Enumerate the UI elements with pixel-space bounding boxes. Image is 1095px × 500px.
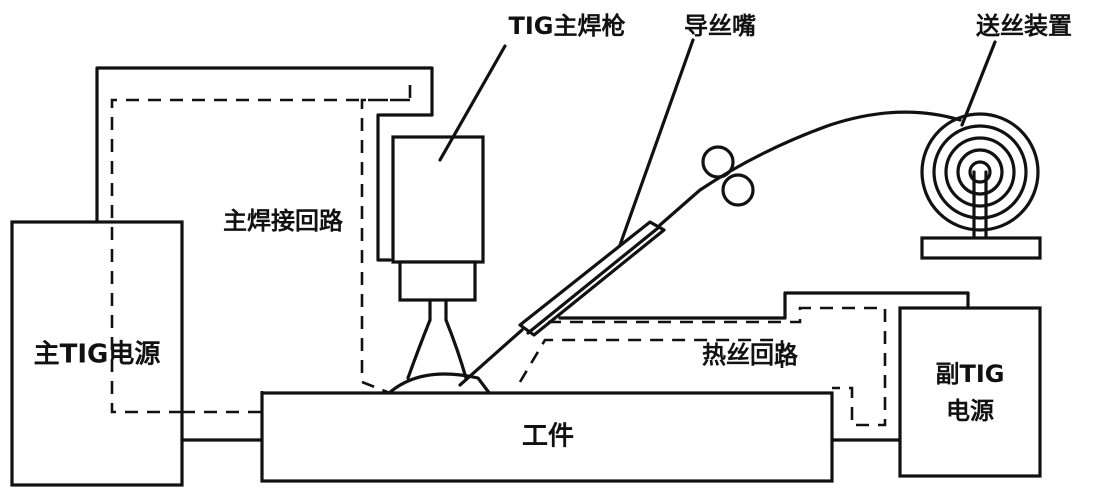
- workpiece-box: [260, 391, 834, 483]
- aux-tig-power-box: [898, 306, 1042, 478]
- wire-feeder-label: 送丝装置: [976, 12, 1072, 40]
- tig-torch-leader: [438, 44, 507, 162]
- wire-feeder-leader: [960, 40, 997, 127]
- tig-main-torch-label: TIG主焊枪: [509, 12, 626, 40]
- aux-tig-power-label-line2: 电源: [946, 397, 994, 425]
- welding-arc: [406, 318, 468, 380]
- workpiece-label: 工件: [522, 422, 574, 452]
- wire-guide-nozzle: [518, 220, 666, 337]
- hot-wire-circuit-cable: [558, 291, 970, 442]
- feed-roller-lower: [721, 173, 755, 207]
- wire-feed-path: [658, 110, 962, 227]
- filler-wire: [458, 328, 524, 387]
- wire-spool-ring-5: [968, 160, 992, 184]
- wire-spool-base: [920, 236, 1042, 260]
- tig-torch-body: [391, 135, 485, 264]
- hot-wire-circuit-label: 热丝回路: [702, 341, 799, 369]
- tig-electrode: [428, 298, 448, 322]
- wire-spool-ring-3: [944, 136, 1016, 208]
- hot-wire-circuit-path: [518, 306, 887, 427]
- main-tig-power-label: 主TIG电源: [34, 340, 161, 370]
- main-weld-circuit-label: 主焊接回路: [223, 207, 344, 235]
- wire-spool-stand: [972, 170, 988, 240]
- wire-spool-ring-2: [932, 124, 1028, 220]
- main-circuit-cable: [95, 66, 434, 442]
- wire-guide-nozzle-label: 导丝嘴: [684, 12, 756, 40]
- wire-spool-ring-1: [920, 112, 1040, 232]
- main-tig-power-box: [10, 220, 184, 487]
- aux-tig-power-label-line1: 副TIG: [936, 360, 1005, 388]
- tig-torch-nozzle: [398, 260, 477, 302]
- wire-spool-ring-4: [956, 148, 1004, 196]
- wire-guide-leader: [618, 38, 695, 247]
